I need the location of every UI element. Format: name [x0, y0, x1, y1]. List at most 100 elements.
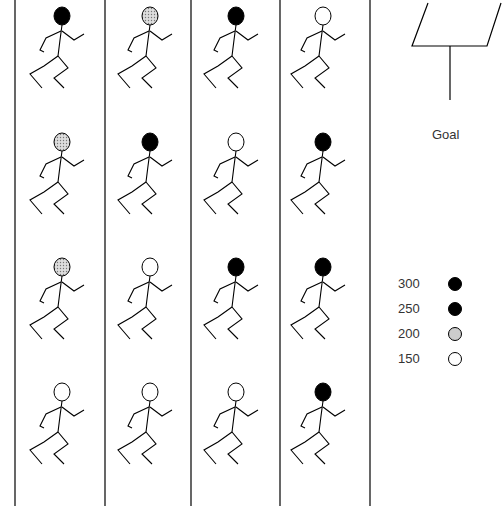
runner-torso — [232, 151, 236, 182]
runner-head — [228, 7, 244, 25]
runner-figure — [204, 7, 258, 88]
runner-head — [54, 383, 70, 401]
runner-arm — [62, 407, 84, 416]
runner-arm — [301, 407, 322, 428]
goal-stem — [449, 46, 450, 100]
runner-torso — [232, 25, 236, 56]
runner-arm — [150, 282, 172, 291]
runners — [30, 7, 345, 464]
column-line — [369, 0, 370, 506]
legend-value: 150 — [398, 351, 420, 367]
runner-leg — [228, 182, 242, 214]
runner-figure — [118, 7, 172, 88]
runner-leg — [142, 182, 156, 214]
goal-post — [412, 3, 501, 100]
runner-leg — [118, 182, 146, 214]
runner-leg — [204, 56, 232, 88]
runner-arm — [128, 282, 149, 303]
runner-leg — [30, 56, 58, 88]
runner-leg — [228, 307, 242, 339]
runner-figure — [30, 7, 84, 88]
runner-figure — [291, 7, 345, 88]
runner-arm — [150, 407, 172, 416]
column-line — [104, 0, 105, 506]
runner-arm — [323, 407, 345, 416]
runner-figure — [118, 258, 172, 339]
runner-head — [54, 7, 70, 25]
runner-torso — [146, 401, 150, 432]
runner-torso — [58, 401, 62, 432]
legend-value: 200 — [398, 326, 420, 342]
column-lines — [15, 0, 370, 506]
runner-figure — [30, 133, 84, 214]
runner-torso — [319, 276, 323, 307]
runner-arm — [62, 282, 84, 291]
runner-torso — [58, 25, 62, 56]
runner-arm — [236, 407, 258, 416]
goal-label: Goal — [432, 127, 459, 143]
runner-torso — [319, 151, 323, 182]
runner-head — [228, 133, 244, 151]
runner-head — [142, 383, 158, 401]
goal-frame — [412, 3, 501, 46]
runner-head — [315, 133, 331, 151]
runner-arm — [40, 157, 61, 178]
runner-leg — [204, 182, 232, 214]
runner-torso — [319, 401, 323, 432]
runner-head — [315, 258, 331, 276]
runner-head — [142, 7, 158, 25]
runner-leg — [118, 432, 146, 464]
runner-arm — [128, 31, 149, 52]
runner-head — [315, 383, 331, 401]
runner-arm — [301, 31, 322, 52]
runner-head — [228, 258, 244, 276]
runner-leg — [291, 56, 319, 88]
runner-arm — [62, 157, 84, 166]
runner-leg — [30, 307, 58, 339]
runner-arm — [236, 282, 258, 291]
column-line — [279, 0, 280, 506]
runner-figure — [291, 383, 345, 464]
runner-figure — [204, 133, 258, 214]
runner-arm — [40, 31, 61, 52]
runner-leg — [315, 182, 329, 214]
runner-leg — [228, 432, 242, 464]
runner-torso — [146, 151, 150, 182]
runner-arm — [301, 282, 322, 303]
runner-torso — [58, 151, 62, 182]
runner-leg — [204, 432, 232, 464]
runner-leg — [315, 56, 329, 88]
column-line — [190, 0, 191, 506]
runner-leg — [291, 307, 319, 339]
runner-head — [54, 133, 70, 151]
runner-arm — [150, 157, 172, 166]
runner-arm — [236, 157, 258, 166]
runner-leg — [142, 432, 156, 464]
legend-swatch-box — [446, 350, 464, 368]
legend-swatch — [449, 303, 462, 316]
runner-leg — [204, 307, 232, 339]
runner-figure — [291, 133, 345, 214]
legend-swatch — [449, 328, 462, 341]
runner-figure — [204, 258, 258, 339]
runner-leg — [54, 182, 68, 214]
runner-torso — [146, 276, 150, 307]
runner-head — [142, 133, 158, 151]
runner-leg — [54, 432, 68, 464]
legend-swatch — [449, 278, 462, 291]
runner-arm — [323, 157, 345, 166]
runner-torso — [319, 25, 323, 56]
runner-arm — [40, 407, 61, 428]
runner-figure — [291, 258, 345, 339]
legend-swatch-box — [446, 325, 464, 343]
runner-leg — [30, 182, 58, 214]
runner-leg — [291, 182, 319, 214]
runner-arm — [236, 31, 258, 40]
runner-figure — [30, 383, 84, 464]
runner-leg — [118, 307, 146, 339]
runner-arm — [301, 157, 322, 178]
runner-head — [142, 258, 158, 276]
runner-leg — [315, 307, 329, 339]
runner-figure — [118, 133, 172, 214]
